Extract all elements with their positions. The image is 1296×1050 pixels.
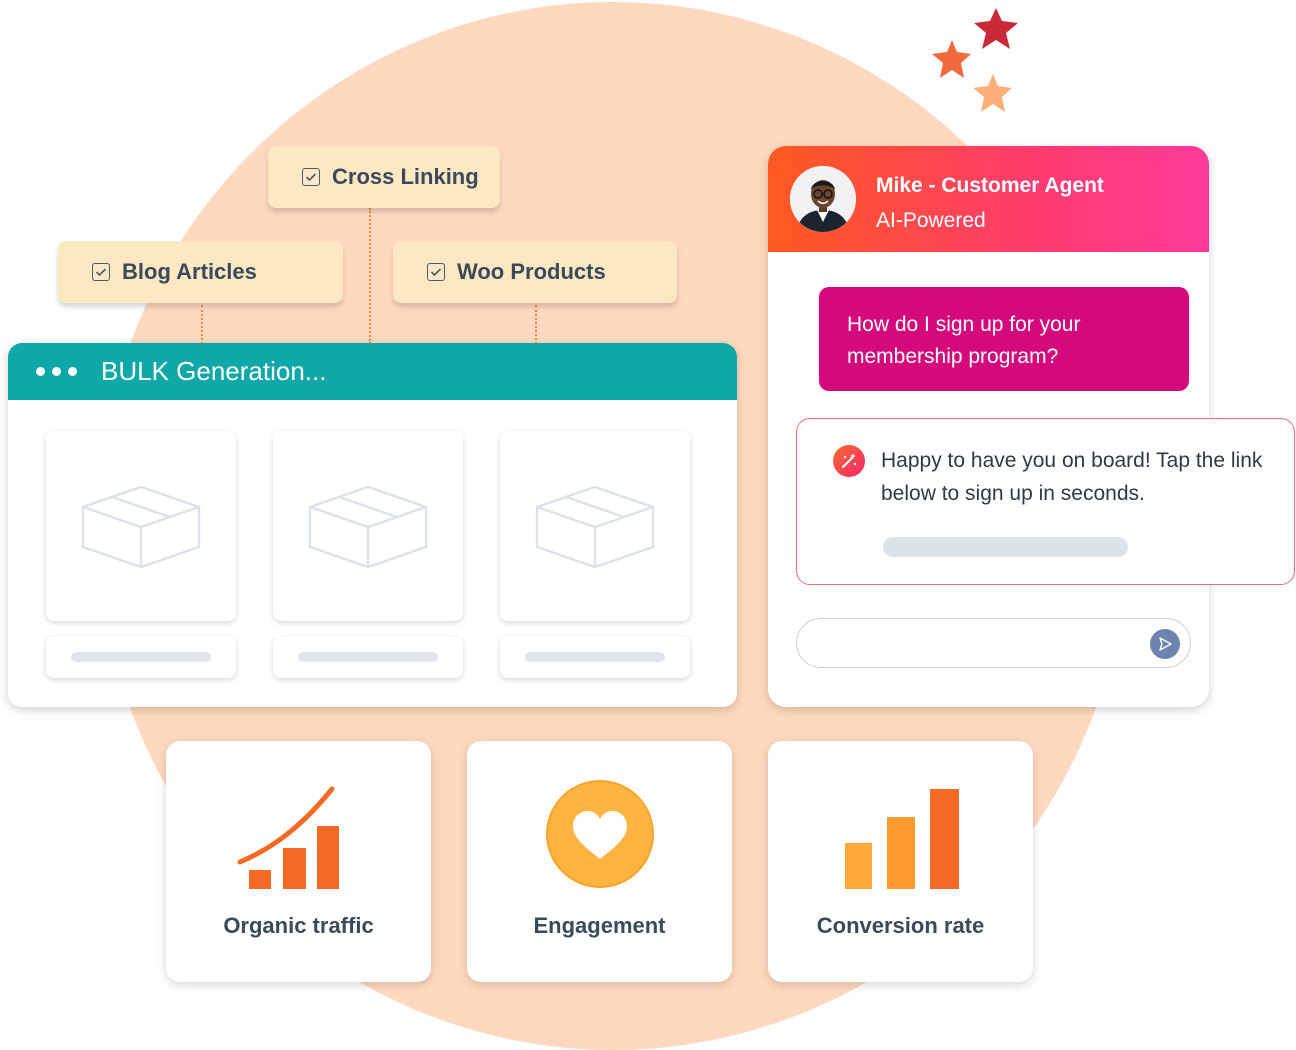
product-title-placeholder xyxy=(46,636,236,678)
product-card[interactable] xyxy=(500,431,690,621)
product-title-placeholder xyxy=(273,636,463,678)
box-icon xyxy=(535,485,655,569)
tag-label: Woo Products xyxy=(457,259,606,284)
checkbox-icon xyxy=(302,168,320,186)
stars-decoration xyxy=(932,8,1018,112)
bot-message-bubble: Happy to have you on board! Tap the link… xyxy=(796,418,1295,585)
metric-label: Conversion rate xyxy=(816,913,985,938)
user-message-text: How do I sign up for your membership pro… xyxy=(847,313,1081,368)
connector-line xyxy=(535,305,537,344)
metric-label: Engagement xyxy=(533,913,666,938)
box-icon xyxy=(81,485,201,569)
tag-blog-articles[interactable]: Blog Articles xyxy=(58,241,343,303)
send-icon xyxy=(1159,637,1172,651)
user-message-bubble: How do I sign up for your membership pro… xyxy=(819,287,1189,391)
connector-line xyxy=(369,208,371,344)
star-red xyxy=(974,8,1018,49)
star-peach xyxy=(973,74,1012,112)
link-placeholder[interactable] xyxy=(883,537,1128,557)
tag-woo-products[interactable]: Woo Products xyxy=(393,241,677,303)
metric-label: Organic traffic xyxy=(223,913,374,938)
bulk-title: BULK Generation... xyxy=(101,356,327,386)
product-card[interactable] xyxy=(273,431,463,621)
agent-name: Mike - Customer Agent xyxy=(876,174,1104,197)
tag-label: Blog Articles xyxy=(122,259,257,284)
chat-header: Mike - Customer Agent AI-Powered xyxy=(768,146,1209,252)
magic-wand-icon xyxy=(833,445,865,477)
product-card[interactable] xyxy=(46,431,236,621)
avatar xyxy=(790,166,856,232)
heart-icon xyxy=(546,780,654,888)
checkbox-icon xyxy=(92,263,110,281)
connector-line xyxy=(201,305,203,344)
send-button[interactable] xyxy=(1150,629,1180,659)
star-orange xyxy=(932,40,971,78)
chat-message-input[interactable] xyxy=(796,618,1191,668)
bulk-header: BULK Generation... xyxy=(8,343,737,400)
bulk-generation-panel: BULK Generation... xyxy=(8,343,737,707)
growth-chart-icon xyxy=(237,786,339,889)
tag-cross-linking[interactable]: Cross Linking xyxy=(268,146,500,208)
metric-card-conversion-rate[interactable]: Conversion rate xyxy=(768,741,1033,982)
box-icon xyxy=(308,485,428,569)
tag-label: Cross Linking xyxy=(332,164,479,189)
metric-card-organic-traffic[interactable]: Organic traffic xyxy=(166,741,431,982)
bot-message-text: Happy to have you on board! Tap the link… xyxy=(881,449,1263,505)
product-title-placeholder xyxy=(500,636,690,678)
agent-avatar-icon xyxy=(790,166,856,232)
agent-role: AI-Powered xyxy=(876,209,986,232)
bar-chart-icon xyxy=(845,789,959,889)
more-dots-icon[interactable] xyxy=(36,367,77,376)
metric-card-engagement[interactable]: Engagement xyxy=(467,741,732,982)
checkbox-icon xyxy=(427,263,445,281)
